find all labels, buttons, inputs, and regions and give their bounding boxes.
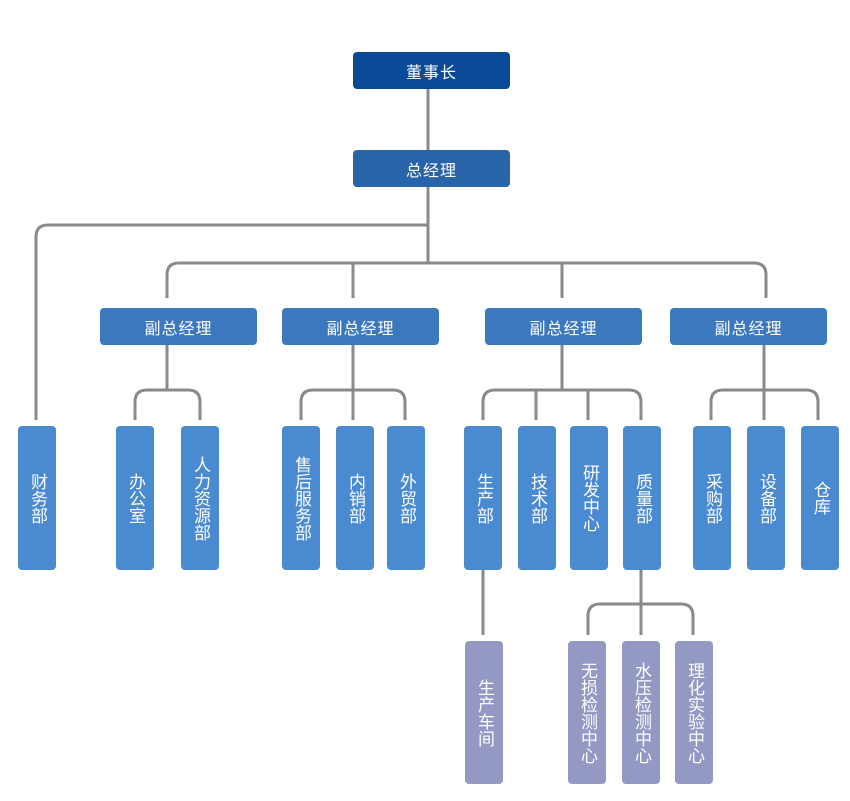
dept-hr: 人力资源部 bbox=[181, 426, 219, 570]
unit-physchem-lab: 理化实验中心 bbox=[675, 641, 713, 784]
line-vp-bus bbox=[165, 261, 768, 298]
line-vp4-bus bbox=[709, 388, 820, 420]
dept-quality: 质量部 bbox=[623, 426, 661, 570]
vp-box-1: 副总经理 bbox=[100, 308, 257, 345]
unit-hydro-test-center: 水压检测中心 bbox=[622, 641, 660, 784]
line-vp1-bus bbox=[133, 388, 202, 420]
unit-production-workshop: 生产车间 bbox=[465, 641, 503, 784]
dept-after-sales: 售后服务部 bbox=[282, 426, 320, 570]
dept-domestic-sales: 内销部 bbox=[336, 426, 374, 570]
dept-procurement: 采购部 bbox=[693, 426, 731, 570]
line-vp3-bus bbox=[481, 388, 643, 420]
general-manager-box: 总经理 bbox=[353, 150, 510, 187]
dept-rd-center: 研发中心 bbox=[570, 426, 608, 570]
vp-box-2: 副总经理 bbox=[282, 308, 439, 345]
vp-box-3: 副总经理 bbox=[485, 308, 642, 345]
dept-warehouse: 仓库 bbox=[801, 426, 839, 570]
line-quality-bus bbox=[586, 602, 695, 635]
dept-foreign-trade: 外贸部 bbox=[387, 426, 425, 570]
dept-equipment: 设备部 bbox=[747, 426, 785, 570]
vp-box-4: 副总经理 bbox=[670, 308, 827, 345]
dept-office: 办公室 bbox=[116, 426, 154, 570]
dept-production: 生产部 bbox=[464, 426, 502, 570]
line-finance bbox=[34, 223, 428, 420]
chairman-box: 董事长 bbox=[353, 52, 510, 89]
dept-technology: 技术部 bbox=[518, 426, 556, 570]
dept-finance: 财务部 bbox=[18, 426, 56, 570]
unit-ndt-center: 无损检测中心 bbox=[568, 641, 606, 784]
line-vp2-bus bbox=[299, 388, 407, 420]
